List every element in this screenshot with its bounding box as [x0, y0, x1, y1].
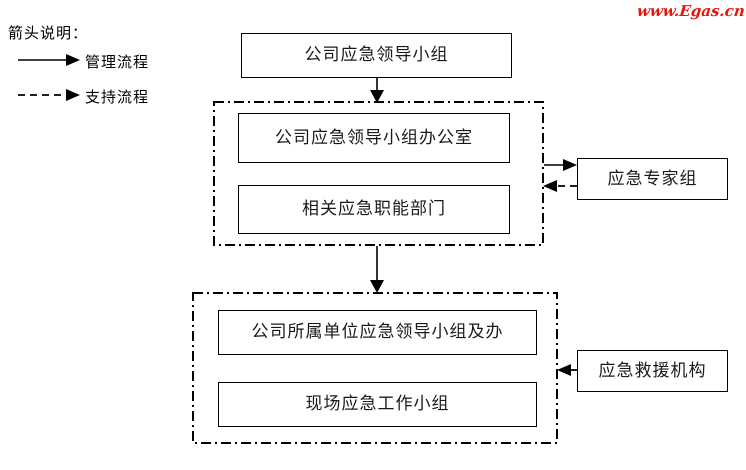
connector-company-group-to-expert-group — [544, 159, 577, 171]
legend-label-management-flow: 管理流程 — [85, 53, 150, 71]
node-rescue-organization[interactable]: 应急救援机构 — [577, 350, 728, 392]
node-subsidiary-leadership-group[interactable]: 公司所属单位应急领导小组及办 — [218, 310, 537, 355]
legend-label-support-flow: 支持流程 — [85, 88, 150, 106]
node-onsite-working-group[interactable]: 现场应急工作小组 — [218, 382, 537, 427]
connector-company-to-subsidiary-group — [370, 246, 384, 293]
node-leadership-office[interactable]: 公司应急领导小组办公室 — [238, 113, 510, 163]
connector-top-to-company-group — [370, 78, 384, 103]
connector-expert-group-to-company-group — [543, 180, 577, 192]
connector-rescue-org-to-subsidiary-group — [557, 364, 577, 376]
legend-title: 箭头说明： — [8, 24, 89, 42]
legend-arrow-solid — [18, 54, 80, 66]
node-top-leadership-group[interactable]: 公司应急领导小组 — [241, 33, 512, 78]
node-functional-departments[interactable]: 相关应急职能部门 — [238, 185, 510, 234]
legend-arrow-dashed — [18, 89, 80, 101]
watermark-text: www.Egas.cn — [636, 2, 746, 20]
node-expert-group[interactable]: 应急专家组 — [577, 158, 728, 200]
